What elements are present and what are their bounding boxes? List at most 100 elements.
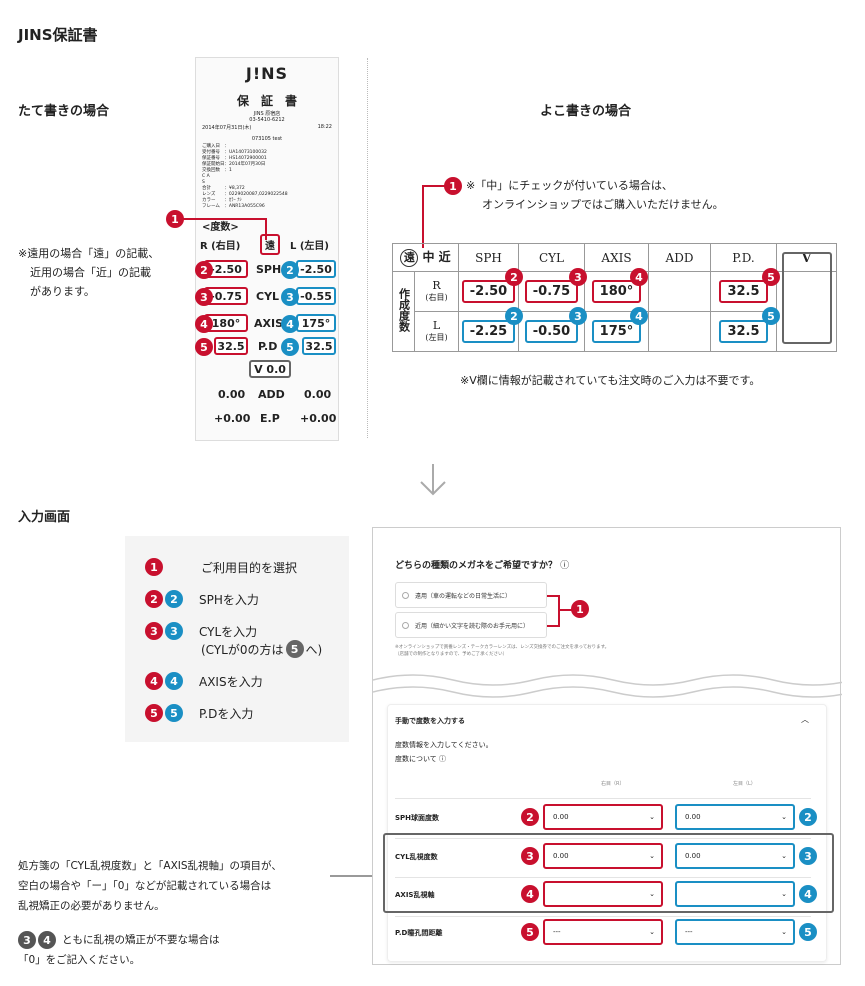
info-icon[interactable]: ⓘ [560, 561, 570, 571]
fine-print-line: （店舗での制作となりますので、予めご了承ください） [395, 652, 508, 657]
receipt-ep-r: +0.00 [214, 412, 251, 425]
sph-l-select[interactable]: 0.00⌄ [675, 804, 795, 830]
cyl-l-select[interactable]: 0.00⌄ [675, 843, 795, 869]
receipt-ep-l: +0.00 [300, 412, 337, 425]
field-axis-label: AXIS乱視軸 [395, 891, 435, 899]
l-label-cell: L(左目) [414, 311, 459, 352]
legend-badge: 2 [165, 590, 183, 608]
chevron-up-icon[interactable]: ︿ [801, 715, 809, 724]
r-sph-cell: -2.50 [458, 271, 519, 312]
section-divider [367, 58, 368, 438]
r-cyl-value: -0.75 [524, 280, 579, 303]
divider [395, 877, 811, 878]
receipt-cyl-label: CYL [256, 290, 280, 303]
sph-r-select[interactable]: 0.00 ⌄ [543, 804, 663, 830]
info-line: ご購入日 ： [202, 144, 229, 149]
l-pd-value: 32.5 [719, 320, 768, 343]
badge-5-form-l: 5 [799, 923, 817, 941]
header-axis: AXIS [584, 243, 649, 272]
badge-1: 1 [166, 210, 184, 228]
receipt-axis-label: AXIS [254, 317, 284, 330]
header-add: ADD [648, 243, 711, 272]
receipt-cyl-r: -0.75 [204, 287, 248, 305]
cyl-r-select[interactable]: 0.00 ⌄ [543, 843, 663, 869]
radio-icon [402, 621, 409, 629]
info-line: フレーム ：ANR13A055C96 [202, 204, 265, 209]
header-pd: P.D. [710, 243, 777, 272]
divider [395, 916, 811, 917]
axis-l-select[interactable]: ⌄ [675, 881, 795, 907]
badge-3-form-l: 3 [799, 847, 817, 865]
badge-3-form-r: 3 [521, 847, 539, 865]
option-near[interactable]: 近用（細かい文字を読む際のお手元用に） [395, 612, 547, 638]
receipt-info: ご購入日 ： 受付番号 ：UA14073100032 保証番号 ：HS14072… [202, 144, 288, 210]
mode-circled: 遠 [400, 249, 419, 267]
select-value: 0.00 [685, 852, 701, 860]
info-line: 受付番号 ：UA14073100032 [202, 150, 267, 155]
mode-cell: 遠 中 近 [392, 243, 459, 272]
badge-3-gray: 3 [18, 931, 36, 949]
about-power-link[interactable]: 度数について ⓘ [395, 755, 447, 763]
header-cyl: CYL [518, 243, 585, 272]
select-value: 0.00 [553, 852, 569, 860]
badge-4-hl: 4 [630, 307, 648, 325]
page-title: JINS保証書 [18, 26, 98, 44]
side-note-3: 「0」をご記入ください。 [18, 954, 141, 966]
field-pd-label: P.D瞳孔間距離 [395, 929, 443, 937]
badge-4-hr: 4 [630, 268, 648, 286]
l-cyl-cell: -0.50 [518, 311, 585, 352]
col-r-header: 右目（R） [601, 781, 625, 787]
badge-2-hl: 2 [505, 307, 523, 325]
question-text: どちらの種類のメガネをご希望ですか？ [395, 561, 558, 571]
l-label: L [432, 318, 441, 332]
badge-4-form-l: 4 [799, 885, 817, 903]
badge-2-r: 2 [195, 261, 213, 279]
pd-l-select[interactable]: ---⌄ [675, 919, 795, 945]
pd-r-select[interactable]: ---⌄ [543, 919, 663, 945]
badge-5-l: 5 [281, 338, 299, 356]
receipt-mode: 遠 [260, 234, 280, 255]
receipt-pd-l: 32.5 [302, 337, 336, 355]
receipt-pd-label: P.D [258, 340, 278, 353]
l-sub: (左目) [425, 332, 448, 342]
badge-3-r: 3 [195, 288, 213, 306]
option-label: 近用（細かい文字を読む際のお手元用に） [415, 622, 530, 630]
callout-line: オンラインショップではご購入いただけません。 [482, 198, 724, 211]
mode-rest: 中 近 [422, 250, 451, 264]
receipt-date: 2014年07月31日(木) [202, 125, 252, 131]
field-sph-label: SPH球面度数 [395, 814, 440, 822]
chevron-down-icon: ⌄ [781, 890, 787, 898]
legend-badge: 4 [145, 672, 163, 690]
receipt-code: 073105 test [251, 136, 283, 142]
legend-badge: 3 [165, 622, 183, 640]
badge-2-form-r: 2 [521, 808, 539, 826]
axis-r-select[interactable]: ⌄ [543, 881, 663, 907]
receipt-r-label: R (右目) [200, 241, 241, 252]
chevron-down-icon: ⌄ [781, 813, 787, 821]
r-axis-cell: 180° [584, 271, 649, 312]
option-far[interactable]: 遠用（車の運転などの日常生活に） [395, 582, 547, 608]
receipt-add-l: 0.00 [304, 388, 332, 401]
info-line: 合計 ：¥8,372 [202, 186, 245, 191]
badge-3-l: 3 [281, 288, 299, 306]
receipt-pd-r: 32.5 [214, 337, 248, 355]
chevron-down-icon: ⌄ [649, 852, 655, 860]
chevron-down-icon: ⌄ [649, 813, 655, 821]
info-line: レンズ ：0229020087,0229022548 [202, 192, 288, 197]
info-line: S [202, 180, 205, 185]
badge-3-hl: 3 [569, 307, 587, 325]
legend-badge: 5 [165, 704, 183, 722]
divider [395, 798, 811, 799]
manual-title[interactable]: 手動で度数を入力する [395, 717, 465, 725]
v-cell [776, 271, 837, 352]
l-cyl-value: -0.50 [524, 320, 579, 343]
select-value: 0.00 [553, 813, 569, 821]
badge-4-l: 4 [281, 315, 299, 333]
legend-sub: (CYLが0の方は [201, 642, 284, 657]
input-heading: 入力画面 [18, 510, 71, 525]
info-line: 保証番号 ：HS14072900001 [202, 156, 267, 161]
legend-row-3-sub: (CYLが0の方は 5 へ) [201, 640, 322, 658]
